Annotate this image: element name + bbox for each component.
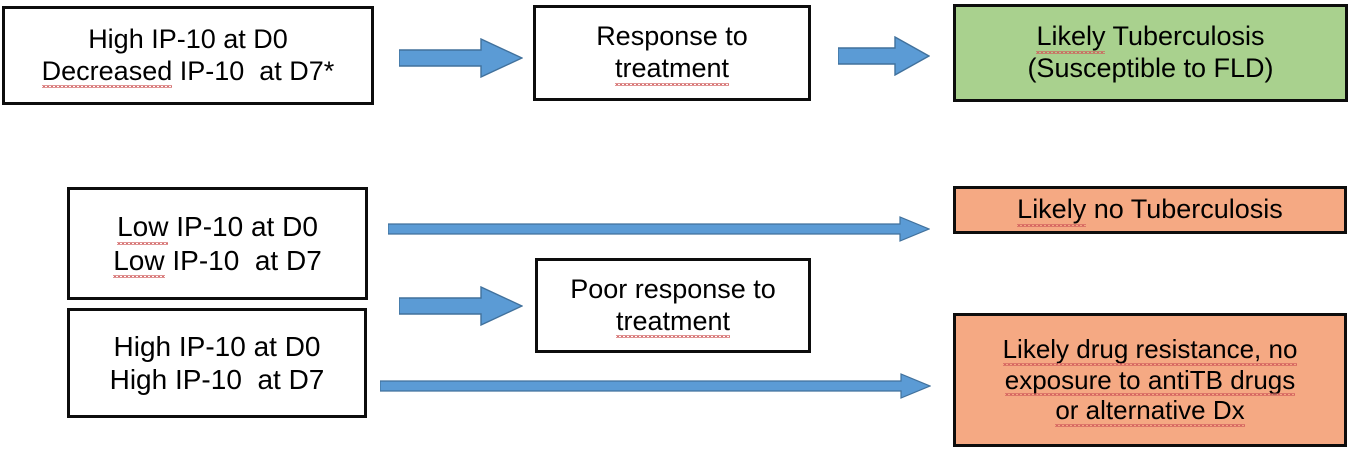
- node-line: Low IP-10 at D0: [117, 211, 318, 245]
- spellcheck-word: treatment: [615, 305, 731, 339]
- arrow-right-icon: [380, 373, 931, 399]
- arrow-right-icon: [838, 36, 930, 76]
- node-poor-response-to-treatment: Poor response to treatment: [535, 258, 811, 353]
- spellcheck-word: Decreased: [41, 55, 173, 89]
- spellcheck-word: Likely drug resistance, no: [1002, 333, 1298, 366]
- node-line: High IP-10 at D0: [88, 23, 288, 54]
- spellcheck-word: treatment: [614, 53, 730, 86]
- node-line: Likely no Tuberculosis: [1017, 194, 1283, 227]
- node-line: Response to: [596, 21, 748, 52]
- spellcheck-word: or alternative Dx: [1055, 395, 1245, 427]
- arrow-right-icon: [399, 38, 523, 78]
- block-arrow-3: [399, 286, 523, 326]
- node-high-d0-high-d7: High IP-10 at D0 High IP-10 at D7: [67, 308, 367, 418]
- node-line: exposure to antiTB drugs: [1004, 364, 1296, 396]
- block-arrow-2: [838, 36, 930, 76]
- node-line: or alternative Dx: [1055, 395, 1245, 427]
- node-line: (Susceptible to FLD): [1027, 53, 1274, 83]
- node-likely-no-tuberculosis: Likely no Tuberculosis: [953, 186, 1347, 234]
- node-line: High IP-10 at D7: [109, 364, 325, 395]
- node-line: Likely Tuberculosis: [1036, 21, 1265, 54]
- node-likely-tuberculosis: Likely Tuberculosis (Susceptible to FLD): [953, 4, 1348, 102]
- node-line: Poor response to: [570, 273, 776, 304]
- node-line: Likely drug resistance, no: [1002, 333, 1298, 366]
- spellcheck-word: Likely: [1036, 21, 1106, 54]
- node-likely-drug-resistance: Likely drug resistance, no exposure to a…: [953, 313, 1347, 447]
- spellcheck-word: Low: [113, 244, 165, 278]
- node-response-to-treatment: Response to treatment: [533, 5, 811, 101]
- thin-arrow-2: [380, 371, 931, 401]
- node-low-d0-low-d7: Low IP-10 at D0 Low IP-10 at D7: [67, 187, 368, 300]
- arrow-right-icon: [399, 286, 523, 326]
- block-arrow-1: [399, 38, 523, 78]
- node-line: treatment: [614, 53, 730, 86]
- spellcheck-word: Likely: [1017, 194, 1087, 227]
- spellcheck-word: Low: [117, 211, 169, 245]
- node-line: High IP-10 at D0: [113, 330, 321, 362]
- spellcheck-word: exposure to antiTB drugs: [1004, 364, 1296, 396]
- arrow-right-icon: [388, 216, 930, 242]
- node-line: treatment: [615, 305, 731, 339]
- thin-arrow-1: [388, 214, 930, 244]
- node-line: Low IP-10 at D7: [113, 244, 322, 278]
- node-line: Decreased IP-10 at D7*: [41, 55, 335, 89]
- node-high-d0-decreased-d7: High IP-10 at D0 Decreased IP-10 at D7*: [2, 6, 374, 105]
